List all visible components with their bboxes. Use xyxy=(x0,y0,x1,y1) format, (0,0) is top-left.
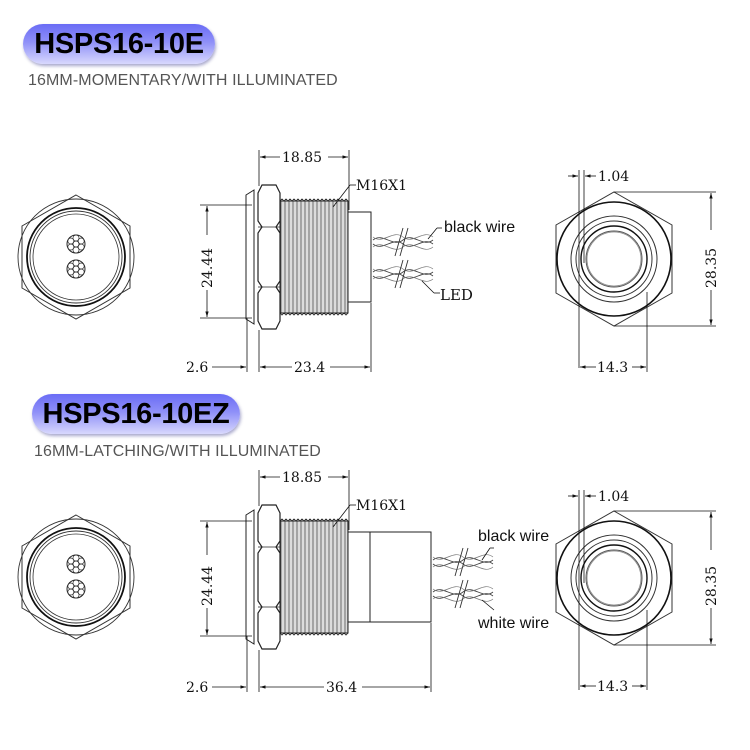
dim-inner-diameter-2: 14.3 xyxy=(597,679,628,695)
wire-label-led-1: LED xyxy=(440,286,473,304)
model-title-2: HSPS16-10EZ xyxy=(42,397,230,430)
dim-ring-width-1: 1.04 xyxy=(598,169,629,185)
front-view-2 xyxy=(17,514,135,640)
model-badge-1: HSPS16-10E xyxy=(23,24,215,64)
dim-inner-diameter-1: 14.3 xyxy=(597,360,628,376)
side-view-2 xyxy=(245,504,494,650)
wire-label-black-1: black wire xyxy=(444,219,515,236)
dim-hex-height-1: 28.35 xyxy=(704,248,720,288)
wire-label-white-2: white wire xyxy=(477,615,549,632)
front-view-1 xyxy=(17,194,135,320)
dim-flange-1: 2.6 xyxy=(186,360,208,376)
dim-thread-length-1: 18.85 xyxy=(282,150,322,166)
model-badge-2: HSPS16-10EZ xyxy=(32,394,240,434)
thread-spec-2: M16X1 xyxy=(356,498,407,514)
model-description-2: 16MM-LATCHING/WITH ILLUMINATED xyxy=(34,443,321,460)
dim-flange-2: 2.6 xyxy=(186,680,208,696)
section-2-drawings: 18.85 M16X1 24.44 2.6 36.4 black wire wh… xyxy=(17,470,720,696)
thread-spec-1: M16X1 xyxy=(356,178,407,194)
dim-body-length-2: 36.4 xyxy=(326,680,357,696)
dim-ring-width-2: 1.04 xyxy=(598,489,629,505)
dim-body-length-1: 23.4 xyxy=(294,360,325,376)
model-title-1: HSPS16-10E xyxy=(34,27,204,60)
dim-hex-height-2: 28.35 xyxy=(704,566,720,606)
rear-view-2 xyxy=(555,510,673,646)
wire-label-black-2: black wire xyxy=(478,528,549,545)
dim-height-2: 24.44 xyxy=(200,566,216,606)
dim-height-1: 24.44 xyxy=(200,248,216,288)
rear-view-1 xyxy=(555,191,673,327)
model-description-1: 16MM-MOMENTARY/WITH ILLUMINATED xyxy=(28,72,338,89)
side-view-1 xyxy=(245,184,434,330)
dim-thread-length-2: 18.85 xyxy=(282,470,322,486)
section-1-drawings: 18.85 M16X1 24.44 2.6 23.4 black wire LE… xyxy=(17,150,720,376)
